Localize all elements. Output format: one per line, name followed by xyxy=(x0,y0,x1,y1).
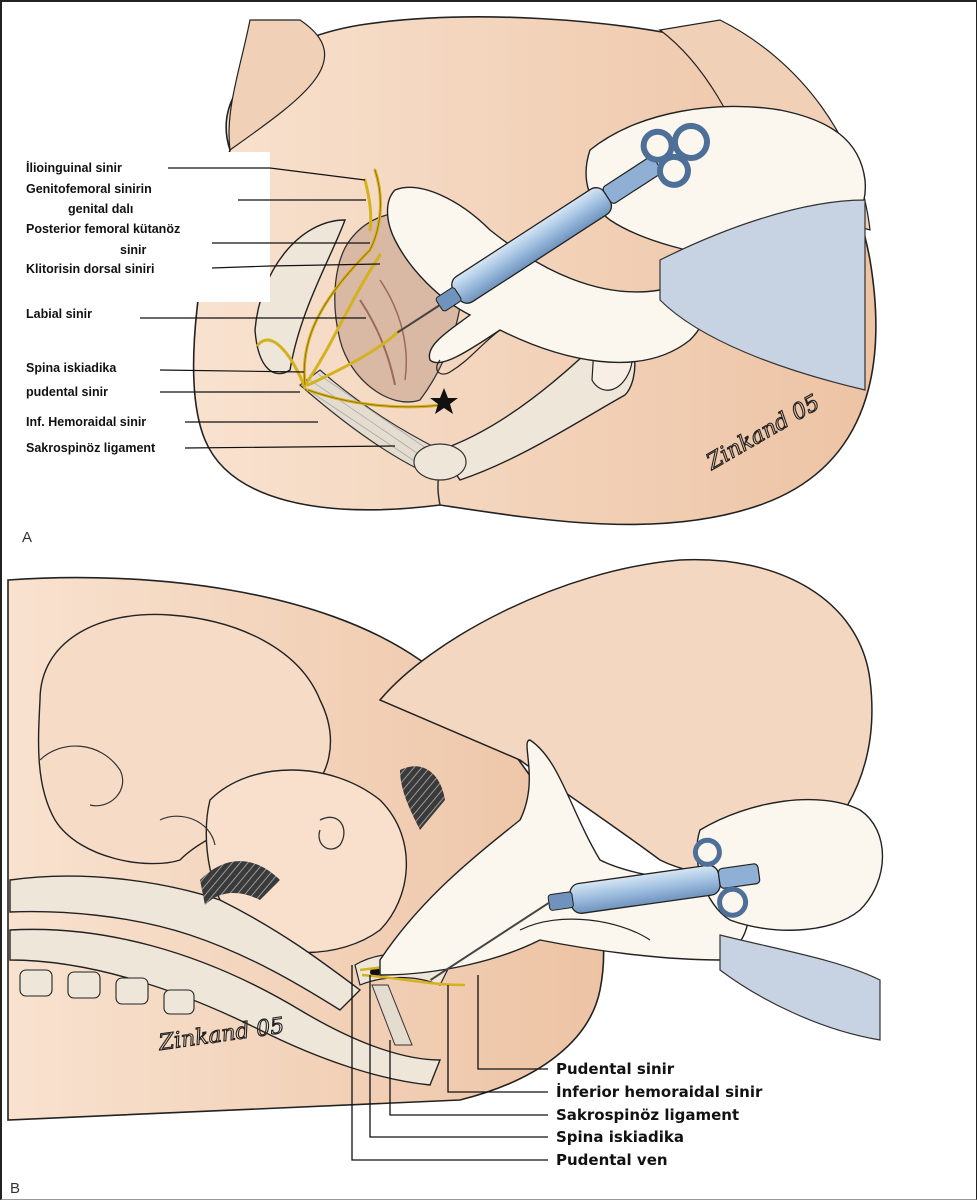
label-inferior-hemoraidal-b: İnferior hemoraidal sinir xyxy=(556,1082,763,1101)
panel-letter-b: B xyxy=(10,1180,20,1197)
label-sakrospinoz-b: Sakrospinöz ligament xyxy=(556,1106,739,1124)
label-ilioinguinal: İlioinguinal sinir xyxy=(26,160,122,175)
label-genitofemoral: Genitofemoral sinirin xyxy=(26,182,152,196)
label-pudental-ven: Pudental ven xyxy=(556,1151,668,1169)
label-spina-iskiadika-a: Spina iskiadika xyxy=(26,361,117,375)
label-sakrospinoz-a: Sakrospinöz ligament xyxy=(26,441,156,455)
label-dorsal-clitoris: Klitorisin dorsal siniri xyxy=(26,262,155,276)
label-pudental-sinir-b: Pudental sinir xyxy=(556,1060,675,1078)
label-inf-hemoraidal-a: Inf. Hemoraidal sinir xyxy=(26,415,146,429)
label-sinir: sinir xyxy=(120,243,147,257)
label-posterior-femoral: Posterior femoral kütanöz xyxy=(26,222,180,236)
label-labial: Labial sinir xyxy=(26,307,92,321)
panel-b-illustration xyxy=(8,560,883,1120)
panel-b-labels: Pudental sinir İnferior hemoraidal sinir… xyxy=(556,1060,763,1169)
panel-letter-a: A xyxy=(22,529,32,546)
label-spina-iskiadika-b: Spina iskiadika xyxy=(556,1128,684,1146)
label-pudental-a: pudental sinir xyxy=(26,385,108,399)
panel-a-illustration xyxy=(194,17,876,525)
label-genital-branch: genital dalı xyxy=(68,202,133,216)
